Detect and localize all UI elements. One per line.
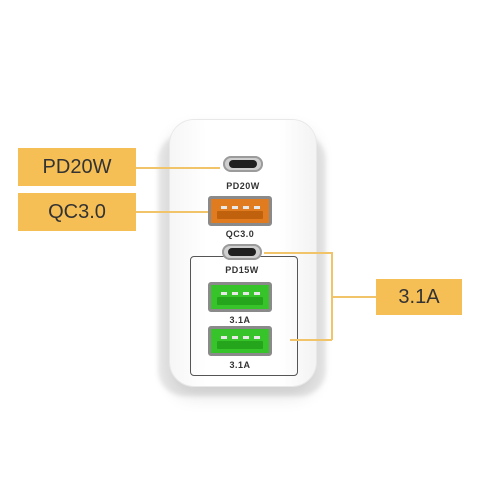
callout-pd20w: PD20W bbox=[18, 148, 136, 186]
port-label-middle-c: PD15W bbox=[225, 265, 259, 275]
bracket-top bbox=[264, 252, 332, 254]
bracket-bottom bbox=[290, 339, 332, 341]
callout-3-1a: 3.1A bbox=[376, 279, 462, 315]
callout-line-qc30 bbox=[136, 211, 208, 213]
usb-a-port-1 bbox=[208, 282, 272, 312]
port-label-qc: QC3.0 bbox=[225, 229, 255, 239]
callout-line-3-1a bbox=[331, 296, 377, 298]
callout-line-pd20w bbox=[136, 167, 220, 169]
usb-c-slot bbox=[228, 248, 256, 256]
callout-qc30: QC3.0 bbox=[18, 193, 136, 231]
usb-a-port-qc bbox=[208, 196, 272, 226]
usb-a-port-2 bbox=[208, 326, 272, 356]
usb-c-slot bbox=[229, 160, 257, 168]
port-label-usb-a-1: 3.1A bbox=[229, 315, 251, 325]
usb-c-port-top bbox=[223, 156, 263, 172]
port-label-top-c: PD20W bbox=[226, 181, 260, 191]
port-label-usb-a-2: 3.1A bbox=[229, 360, 251, 370]
usb-c-port-middle bbox=[222, 244, 262, 260]
